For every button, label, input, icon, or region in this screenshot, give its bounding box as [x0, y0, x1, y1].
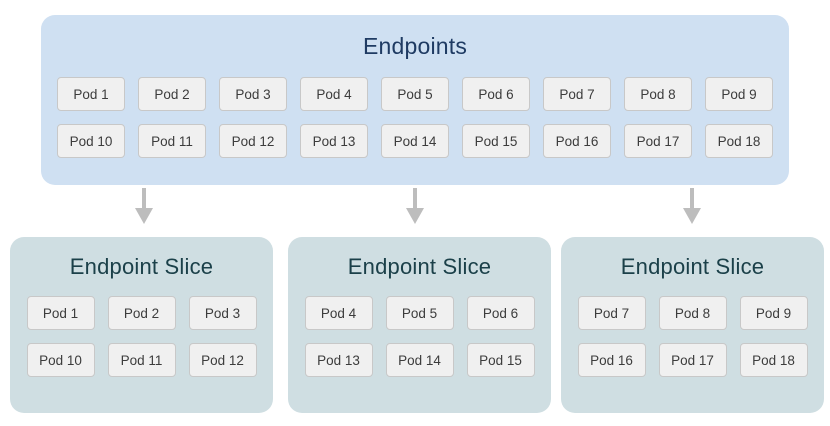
pod-chip: Pod 7: [577, 296, 646, 330]
endpoints-title: Endpoints: [362, 33, 468, 59]
pod-chip: Pod 10: [26, 343, 95, 377]
endpoint-slice-container-2: Endpoint Slice Pod 4 Pod 5 Pod 6 Pod 13 …: [288, 237, 551, 413]
pod-chip: Pod 14: [381, 124, 449, 158]
pod-chip: Pod 2: [107, 296, 176, 330]
pod-chip: Pod 1: [57, 77, 125, 111]
endpoint-slice-container-1: Endpoint Slice Pod 1 Pod 2 Pod 3 Pod 10 …: [10, 237, 273, 413]
endpoint-slice-pod-row-2: Pod 10 Pod 11 Pod 12: [22, 343, 261, 377]
pod-chip: Pod 12: [219, 124, 287, 158]
pod-chip: Pod 3: [188, 296, 257, 330]
pod-chip: Pod 5: [385, 296, 454, 330]
pod-chip: Pod 3: [219, 77, 287, 111]
pod-chip: Pod 16: [577, 343, 646, 377]
pod-chip: Pod 9: [705, 77, 773, 111]
endpoints-pod-grid: Pod 1 Pod 2 Pod 3 Pod 4 Pod 5 Pod 6 Pod …: [55, 77, 775, 158]
pod-chip: Pod 8: [658, 296, 727, 330]
endpoint-slice-pod-row-2: Pod 13 Pod 14 Pod 15: [300, 343, 539, 377]
pod-chip: Pod 15: [466, 343, 535, 377]
pod-chip: Pod 17: [658, 343, 727, 377]
endpoints-pod-row-2: Pod 10 Pod 11 Pod 12 Pod 13 Pod 14 Pod 1…: [55, 124, 775, 158]
pod-chip: Pod 6: [462, 77, 530, 111]
endpoint-slice-pod-row-1: Pod 4 Pod 5 Pod 6: [300, 296, 539, 330]
endpoint-slice-pod-row-2: Pod 16 Pod 17 Pod 18: [573, 343, 812, 377]
endpoint-slice-title: Endpoint Slice: [620, 254, 765, 279]
pod-chip: Pod 17: [624, 124, 692, 158]
pod-chip: Pod 6: [466, 296, 535, 330]
pod-chip: Pod 15: [462, 124, 530, 158]
arrow-down-icon: [131, 188, 157, 224]
endpoint-slice-pod-grid: Pod 1 Pod 2 Pod 3 Pod 10 Pod 11 Pod 12: [22, 296, 261, 377]
pod-chip: Pod 5: [381, 77, 449, 111]
endpoint-slice-pod-row-1: Pod 1 Pod 2 Pod 3: [22, 296, 261, 330]
pod-chip: Pod 7: [543, 77, 611, 111]
arrow-down-icon: [679, 188, 705, 224]
pod-chip: Pod 14: [385, 343, 454, 377]
endpoint-slice-pod-row-1: Pod 7 Pod 8 Pod 9: [573, 296, 812, 330]
pod-chip: Pod 18: [705, 124, 773, 158]
pod-chip: Pod 1: [26, 296, 95, 330]
endpoints-pod-row-1: Pod 1 Pod 2 Pod 3 Pod 4 Pod 5 Pod 6 Pod …: [55, 77, 775, 111]
pod-chip: Pod 9: [739, 296, 808, 330]
pod-chip: Pod 18: [739, 343, 808, 377]
pod-chip: Pod 2: [138, 77, 206, 111]
endpoint-slice-pod-grid: Pod 4 Pod 5 Pod 6 Pod 13 Pod 14 Pod 15: [300, 296, 539, 377]
pod-chip: Pod 13: [300, 124, 368, 158]
pod-chip: Pod 8: [624, 77, 692, 111]
endpoints-container: Endpoints Pod 1 Pod 2 Pod 3 Pod 4 Pod 5 …: [41, 15, 789, 185]
pod-chip: Pod 12: [188, 343, 257, 377]
pod-chip: Pod 4: [304, 296, 373, 330]
endpoint-slice-pod-grid: Pod 7 Pod 8 Pod 9 Pod 16 Pod 17 Pod 18: [573, 296, 812, 377]
endpoint-slice-title: Endpoint Slice: [69, 254, 214, 279]
pod-chip: Pod 13: [304, 343, 373, 377]
pod-chip: Pod 4: [300, 77, 368, 111]
pod-chip: Pod 11: [107, 343, 176, 377]
endpoint-slice-container-3: Endpoint Slice Pod 7 Pod 8 Pod 9 Pod 16 …: [561, 237, 824, 413]
pod-chip: Pod 11: [138, 124, 206, 158]
arrow-down-icon: [402, 188, 428, 224]
endpoint-slice-title: Endpoint Slice: [347, 254, 492, 279]
pod-chip: Pod 10: [57, 124, 125, 158]
pod-chip: Pod 16: [543, 124, 611, 158]
